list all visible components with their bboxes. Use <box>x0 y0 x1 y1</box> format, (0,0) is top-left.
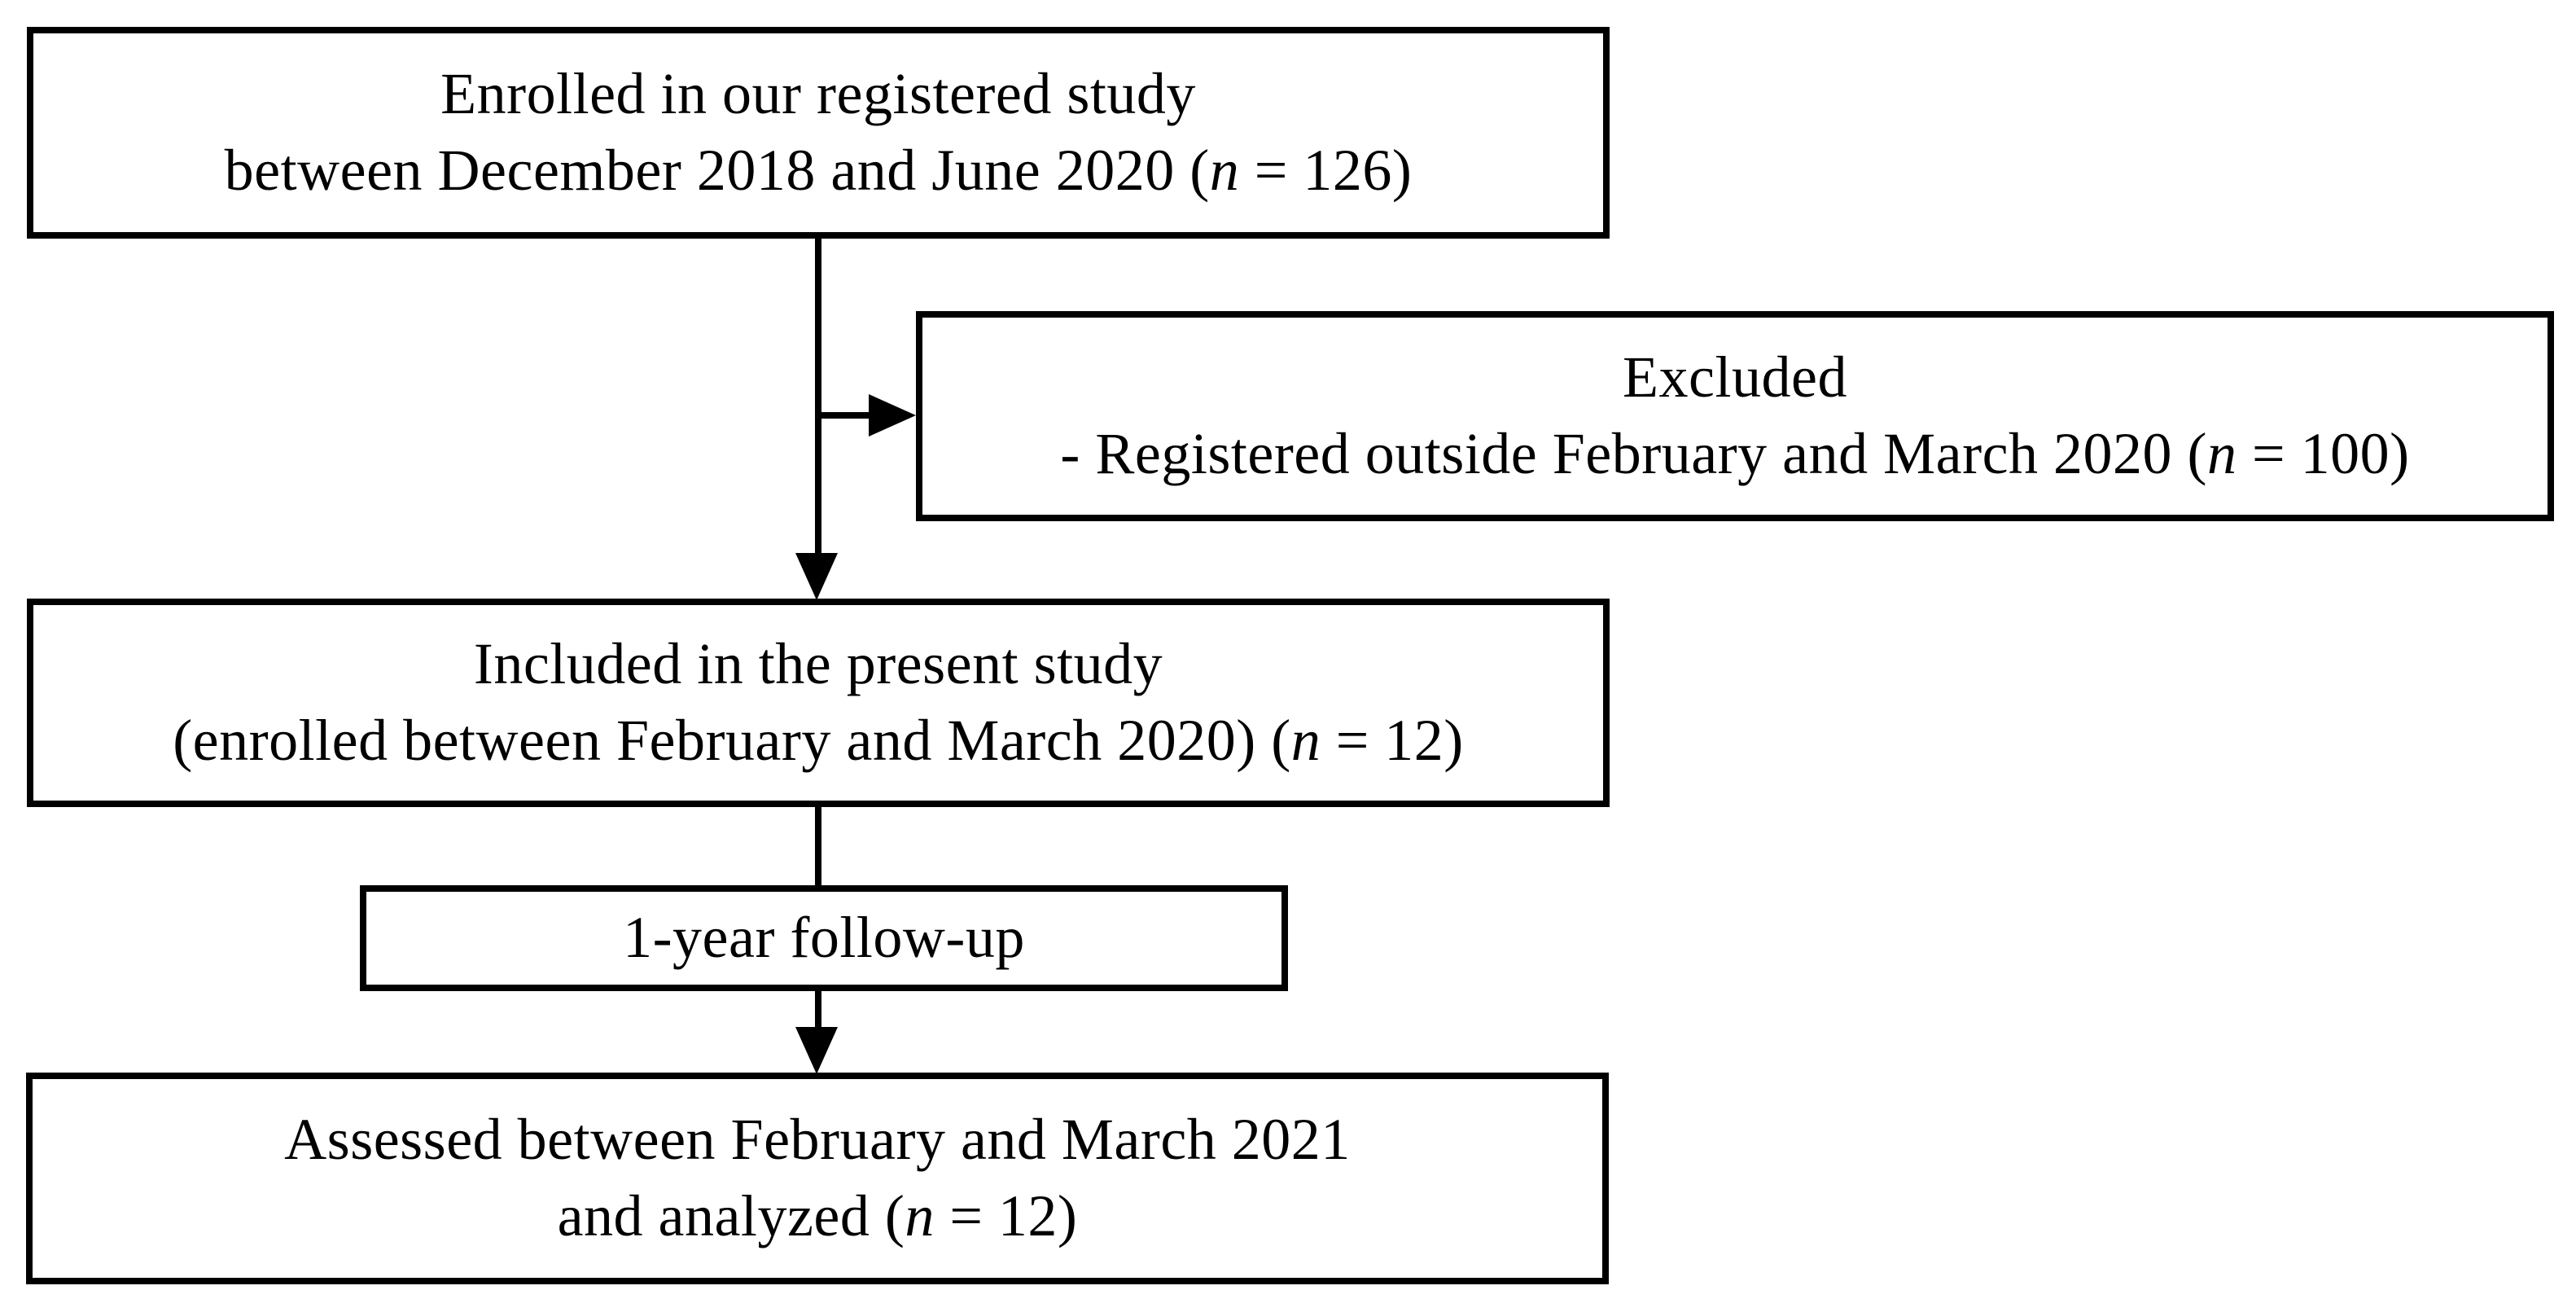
box-assessed-line2: and analyzed (n = 12) <box>558 1178 1078 1255</box>
connector-branch-to-excluded <box>818 412 870 419</box>
box-enrolled: Enrolled in our registered study between… <box>27 27 1610 239</box>
n-variable: n <box>905 1183 935 1248</box>
box-excluded-title: Excluded <box>1623 344 1847 410</box>
connector-followup-to-assessed <box>815 989 821 1030</box>
box-included-line2-count: = 12) <box>1321 708 1464 773</box>
connector-enrolled-to-included <box>815 237 821 556</box>
arrowhead-down-icon <box>795 553 838 600</box>
box-followup: 1-year follow-up <box>360 885 1288 991</box>
box-included-line1: Included in the present study <box>473 631 1163 697</box>
box-excluded-reason: - Registered outside February and March … <box>1060 416 2409 493</box>
box-included: Included in the present study (enrolled … <box>27 599 1610 807</box>
box-assessed-line2-text: and analyzed ( <box>557 1183 905 1248</box>
box-excluded-reason-count: = 100) <box>2236 421 2410 486</box>
box-enrolled-line2-text: between December 2018 and June 2020 ( <box>224 138 1210 203</box>
arrowhead-down-icon <box>795 1027 838 1074</box>
arrowhead-right-icon <box>869 394 916 437</box>
box-assessed-line1: Assessed between February and March 2021 <box>284 1107 1351 1173</box>
box-enrolled-line1: Enrolled in our registered study <box>440 61 1196 127</box>
box-included-line2-text: (enrolled between February and March 202… <box>173 708 1291 773</box>
box-excluded-reason-text: - Registered outside February and March … <box>1060 421 2208 486</box>
box-assessed: Assessed between February and March 2021… <box>26 1073 1609 1284</box>
n-variable: n <box>2207 421 2237 486</box>
box-followup-label: 1-year follow-up <box>623 905 1025 971</box>
box-included-line2: (enrolled between February and March 202… <box>173 703 1464 779</box>
box-excluded: Excluded - Registered outside February a… <box>916 311 2554 521</box>
box-assessed-line2-count: = 12) <box>934 1183 1078 1248</box>
n-variable: n <box>1290 708 1321 773</box>
connector-included-to-followup <box>815 805 821 887</box>
n-variable: n <box>1209 138 1240 203</box>
box-enrolled-line2: between December 2018 and June 2020 (n =… <box>225 133 1413 209</box>
box-enrolled-line2-count: = 126) <box>1239 138 1413 203</box>
